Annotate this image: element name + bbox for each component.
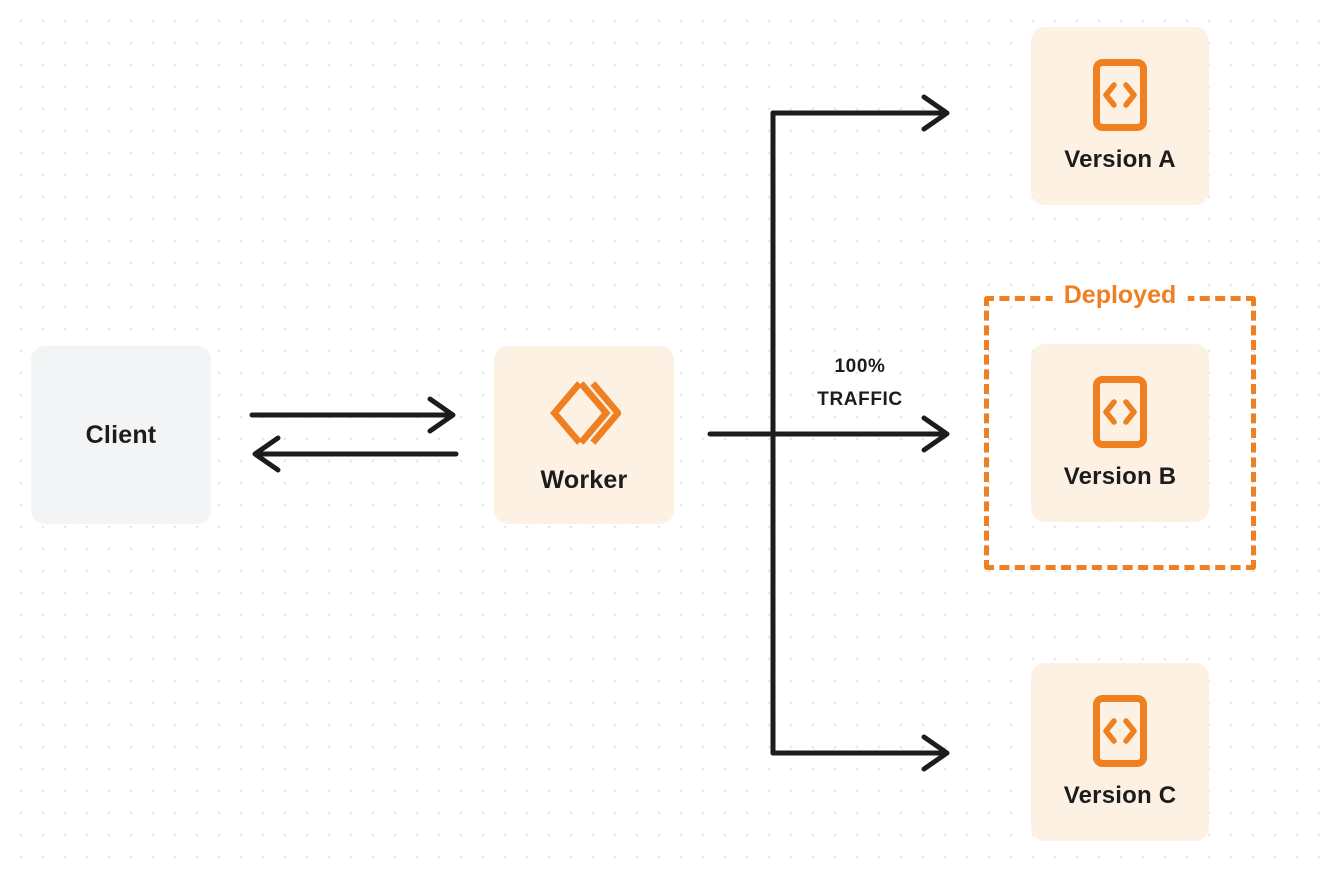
client-label: Client xyxy=(85,420,157,449)
arrow-worker-to-version-c xyxy=(770,734,950,772)
worker-label: Worker xyxy=(540,465,628,494)
arrow-worker-to-client xyxy=(252,435,459,473)
worker-node[interactable]: Worker xyxy=(494,346,674,524)
arrow-client-to-worker xyxy=(249,396,456,434)
deployed-group-label: Deployed xyxy=(1052,283,1188,308)
code-file-icon xyxy=(1092,694,1148,768)
traffic-word: TRAFFIC xyxy=(817,389,903,411)
cloudflare-workers-logo-icon xyxy=(547,376,621,450)
traffic-annotation: 100% TRAFFIC xyxy=(795,350,925,417)
version-b-node[interactable]: Version B xyxy=(1031,344,1209,522)
version-c-node[interactable]: Version C xyxy=(1031,663,1209,841)
arrow-worker-to-version-a xyxy=(770,94,950,132)
deployed-group-boundary: Deployed xyxy=(984,283,1256,570)
code-file-icon xyxy=(1092,58,1148,132)
version-b-label: Version B xyxy=(1063,463,1177,490)
traffic-percent: 100% xyxy=(834,356,886,377)
arrow-worker-to-version-b xyxy=(770,415,950,453)
version-c-label: Version C xyxy=(1063,782,1177,809)
arrow-worker-trunk xyxy=(707,110,776,756)
client-node[interactable]: Client xyxy=(31,346,211,524)
version-a-node[interactable]: Version A xyxy=(1031,27,1209,205)
code-file-icon xyxy=(1092,375,1148,449)
version-a-label: Version A xyxy=(1064,146,1176,173)
